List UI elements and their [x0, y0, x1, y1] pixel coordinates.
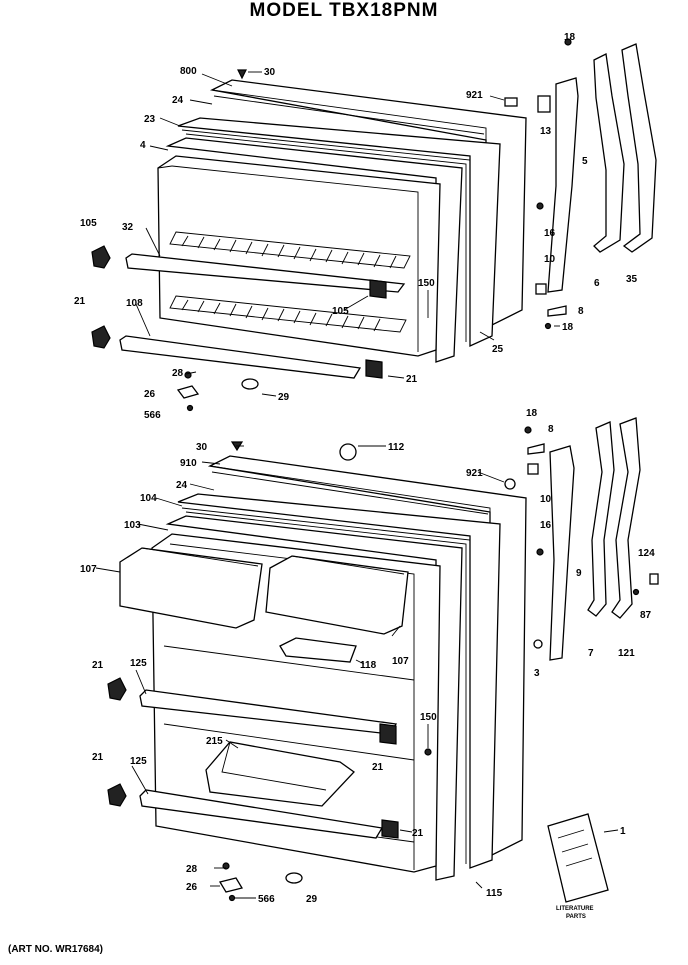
callout-16: 16 [544, 228, 556, 239]
callout-215: 215 [206, 736, 223, 747]
callout-108: 108 [126, 298, 143, 309]
callout-1: 1 [620, 826, 626, 837]
callout-8: 8 [578, 306, 584, 317]
callout-30: 30 [264, 67, 276, 78]
callout-87: 87 [640, 610, 652, 621]
egg-tray [279, 637, 357, 663]
callout-107-left: 107 [80, 564, 97, 575]
callout-28: 28 [186, 864, 198, 875]
freezer-shelf-bar-108 [119, 335, 362, 379]
clip-21-icon [91, 325, 111, 349]
callout-103: 103 [124, 520, 141, 531]
callout-150: 150 [418, 278, 435, 289]
freezer-door-gasket [177, 117, 501, 348]
door-handle-35 [621, 43, 657, 253]
callout-124: 124 [638, 548, 655, 559]
callout-921: 921 [466, 468, 483, 479]
literature-label-line2: PARTS [566, 914, 586, 920]
diagram-title: MODEL TBX18PNM [249, 0, 439, 21]
literature-parts-booklet [547, 813, 609, 903]
callout-21-left: 21 [74, 296, 86, 307]
callout-25: 25 [492, 344, 504, 355]
callout-28: 28 [172, 368, 184, 379]
door-handle-7 [587, 421, 615, 617]
upper-callouts: 800 30 24 23 4 921 18 13 5 16 105 32 21 … [74, 32, 638, 421]
callout-800: 800 [180, 66, 197, 77]
callout-150: 150 [420, 712, 437, 723]
callout-8: 8 [548, 424, 554, 435]
callout-21-right: 21 [406, 374, 418, 385]
callout-21-a: 21 [92, 660, 104, 671]
callout-105-shelf: 105 [332, 306, 349, 317]
callout-21-b: 21 [372, 762, 384, 773]
callout-35: 35 [626, 274, 638, 285]
callout-30: 30 [196, 442, 208, 453]
art-number: (ART NO. WR17684) [8, 944, 104, 955]
fresh-food-liner [165, 515, 463, 881]
callout-32: 32 [122, 222, 134, 233]
callout-4: 4 [140, 140, 146, 151]
callout-13: 13 [540, 126, 552, 137]
callout-26: 26 [144, 389, 156, 400]
freezer-door-liner [165, 137, 463, 363]
callout-10: 10 [544, 254, 556, 265]
callout-21-c: 21 [92, 752, 104, 763]
callout-118: 118 [360, 660, 377, 671]
callout-112: 112 [388, 442, 405, 453]
callout-23: 23 [144, 114, 156, 125]
callout-566: 566 [258, 894, 275, 905]
callout-5: 5 [582, 156, 588, 167]
callout-3: 3 [534, 668, 540, 679]
door-handle-121 [611, 417, 641, 619]
clip-21-lower-icon [107, 783, 127, 807]
callout-107-right: 107 [392, 656, 409, 667]
callout-9: 9 [576, 568, 582, 579]
fresh-food-door-assembly [107, 417, 659, 903]
clip-21-upper-icon [107, 677, 127, 701]
callout-18-lower: 18 [562, 322, 574, 333]
callout-115: 115 [486, 888, 503, 899]
callout-566: 566 [144, 410, 161, 421]
freezer-shelf-bar-32 [125, 253, 406, 293]
callout-105-left: 105 [80, 218, 97, 229]
handle-mount-9 [549, 445, 575, 661]
callout-26: 26 [186, 882, 198, 893]
callout-7: 7 [588, 648, 594, 659]
lower-callouts: 18 8 30 112 910 921 24 104 10 103 16 107… [80, 408, 655, 905]
callout-6: 6 [594, 278, 600, 289]
leader-lines [95, 71, 619, 899]
callout-121: 121 [618, 648, 635, 659]
callout-24: 24 [172, 95, 184, 106]
callout-10: 10 [540, 494, 552, 505]
callout-29: 29 [306, 894, 318, 905]
callout-910: 910 [180, 458, 197, 469]
door-handle-6 [593, 53, 625, 253]
callout-104: 104 [140, 493, 157, 504]
callout-21-d: 21 [412, 828, 424, 839]
literature-label-line1: LITERATURE [556, 906, 594, 912]
callout-921: 921 [466, 90, 483, 101]
handle-mount-5 [547, 77, 579, 293]
callout-125-lower: 125 [130, 756, 147, 767]
callout-16: 16 [540, 520, 552, 531]
callout-18: 18 [526, 408, 538, 419]
door-shelf-bar-lower [139, 789, 384, 839]
clip-105-icon [91, 245, 111, 269]
callout-29: 29 [278, 392, 290, 403]
freezer-door-assembly [91, 38, 657, 412]
fresh-food-gasket [177, 493, 501, 869]
callout-18-top: 18 [564, 32, 576, 43]
callout-125-upper: 125 [130, 658, 147, 669]
callout-24: 24 [176, 480, 188, 491]
